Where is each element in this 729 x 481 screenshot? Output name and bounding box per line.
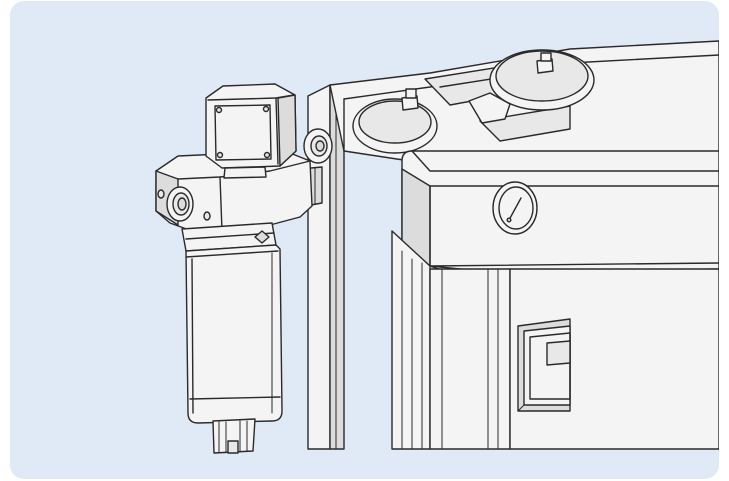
pressure-gauge-illustration <box>492 181 538 235</box>
junction-box-illustration <box>205 83 297 179</box>
technical-drawing: .ln { stroke: #2a2a2a; stroke-width: 1.4… <box>155 40 719 454</box>
control-panel-illustration <box>517 318 571 412</box>
illustration-panel: .ln { stroke: #2a2a2a; stroke-width: 1.4… <box>10 1 719 479</box>
filter-housing-illustration <box>155 150 323 454</box>
dryer-cabinet-illustration <box>303 40 719 450</box>
